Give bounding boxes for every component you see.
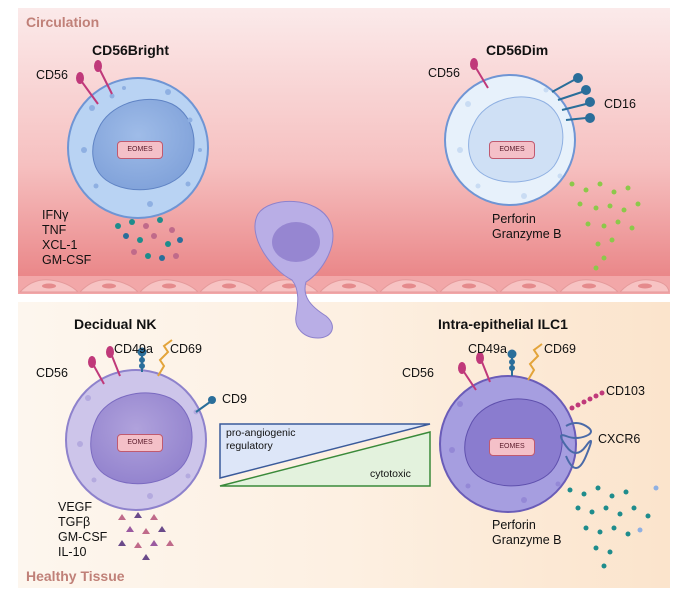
endothelium-layer <box>18 276 670 294</box>
decidual-cd9-label: CD9 <box>222 392 248 406</box>
ilc1-secreted-list: Perforin Granzyme B <box>492 518 561 548</box>
cytotoxic-label: cytotoxic <box>370 468 411 480</box>
cd56bright-cd56-label: CD56 <box>36 68 68 82</box>
pro-angiogenic-triangle <box>219 423 431 479</box>
decidual-cd56-label: CD56 <box>36 366 68 380</box>
decidual-nk-title: Decidual NK <box>74 316 157 332</box>
ilc1-title: Intra-epithelial ILC1 <box>438 316 568 332</box>
cd56dim-secreted-list: Perforin Granzyme B <box>492 212 561 242</box>
secreted-item: GM-CSF <box>42 253 92 267</box>
cd49a-receptor <box>507 349 517 376</box>
secreted-item: TNF <box>42 223 67 237</box>
cd56bright-secreted-list: IFNγ TNF XCL-1 GM-CSF <box>42 208 91 268</box>
decidual-cd69-label: CD69 <box>170 342 202 356</box>
secreted-item: GM-CSF <box>58 530 108 544</box>
secreted-item: VEGF <box>58 500 93 514</box>
cxcr6-receptor <box>560 422 592 469</box>
cd56-receptor <box>463 361 491 391</box>
cd56dim-title: CD56Dim <box>486 42 549 58</box>
decidual-eomes-label: EOMES <box>117 434 163 452</box>
secreted-item: Granzyme B <box>492 227 562 241</box>
cd56dim-cd16-label: CD16 <box>604 97 636 111</box>
decidual-secreted-list: VEGF TGFβ GM-CSF IL-10 <box>58 500 107 560</box>
gradient-triangles <box>219 423 431 487</box>
secreted-item: IFNγ <box>42 208 69 222</box>
cd56bright-granules <box>115 217 183 261</box>
cd9-receptor <box>195 396 216 413</box>
cd16-receptor <box>551 73 595 123</box>
ilc1-cd49a-label: CD49a <box>468 342 507 356</box>
cytotoxic-triangle <box>219 431 431 487</box>
circulation-label: Circulation <box>26 14 100 30</box>
ilc1-cd56-label: CD56 <box>402 366 434 380</box>
decidual-cd49a-label: CD49a <box>114 342 153 356</box>
secreted-item: TGFβ <box>58 515 91 529</box>
cd103-receptor <box>569 390 605 411</box>
ilc1-cd69-label: CD69 <box>544 342 576 356</box>
ilc1-cd103-label: CD103 <box>606 384 645 398</box>
cd56dim-granules <box>569 181 641 271</box>
cd56dim-cd56-label: CD56 <box>428 66 460 80</box>
cd69-receptor <box>157 339 173 377</box>
pro-angiogenic-label: pro-angiogenic regulatory <box>226 427 296 452</box>
cd56dim-eomes-label: EOMES <box>489 141 535 159</box>
cd56-receptor <box>475 67 489 89</box>
cd56-receptor <box>93 355 121 385</box>
ilc1-granules <box>567 485 659 569</box>
secreted-item: XCL-1 <box>42 238 78 252</box>
cd49a-receptor <box>137 347 147 372</box>
decidual-granules <box>118 512 174 560</box>
cd56bright-eomes-label: EOMES <box>117 141 163 159</box>
secreted-item: IL-10 <box>58 545 87 559</box>
secreted-item: Perforin <box>492 212 536 226</box>
ilc1-cxcr6-label: CXCR6 <box>598 432 641 446</box>
migrating-cell <box>254 201 334 339</box>
cd56dim-cell <box>444 58 641 271</box>
cd56bright-title: CD56Bright <box>92 42 170 58</box>
cd69-receptor <box>527 343 543 381</box>
cd56-receptor <box>81 69 113 105</box>
secreted-item: Granzyme B <box>492 533 562 547</box>
ilc1-eomes-label: EOMES <box>489 438 535 456</box>
healthy-tissue-label: Healthy Tissue <box>26 568 125 584</box>
secreted-item: Perforin <box>492 518 536 532</box>
